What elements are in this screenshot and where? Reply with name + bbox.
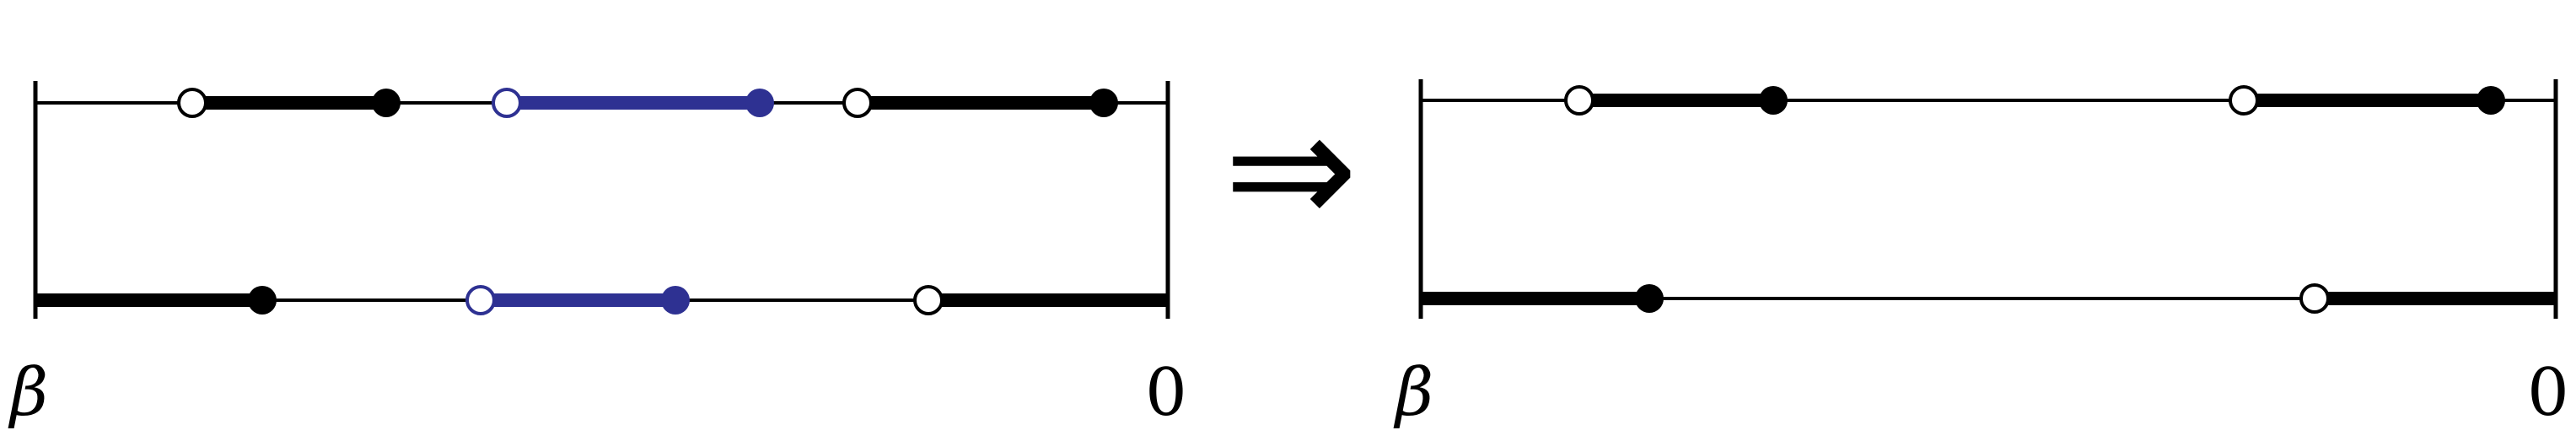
left-panel-beta-label: β [8, 355, 48, 431]
left-panel-zero-label: 0 [1145, 355, 1187, 431]
open-marker [842, 88, 873, 118]
right-panel-bottom-row [1421, 283, 2556, 314]
right-panel: β 0 [1393, 79, 2569, 431]
right-panel-top-row [1421, 85, 2556, 116]
open-marker [1564, 85, 1595, 116]
filled-marker [372, 89, 401, 117]
left-panel-top-row [35, 88, 1168, 118]
right-panel-beta-label: β [1393, 355, 1433, 431]
open-marker [913, 285, 944, 315]
filled-marker-highlight [745, 89, 774, 117]
filled-marker [1635, 284, 1664, 313]
filled-marker [248, 286, 277, 315]
left-panel-bottom-row [35, 285, 1168, 315]
left-panel: β 0 [8, 81, 1187, 431]
filled-marker [2477, 86, 2505, 115]
open-marker-highlight [465, 285, 496, 315]
open-marker-highlight [492, 88, 522, 118]
filled-marker [1089, 89, 1118, 117]
open-marker [2299, 283, 2330, 314]
right-panel-zero-label: 0 [2527, 355, 2569, 431]
open-marker [2229, 85, 2259, 116]
filled-marker [1759, 86, 1788, 115]
filled-marker-highlight [661, 286, 690, 315]
implies-arrow-icon: ⇒ [1223, 76, 1358, 262]
open-marker [177, 88, 207, 118]
